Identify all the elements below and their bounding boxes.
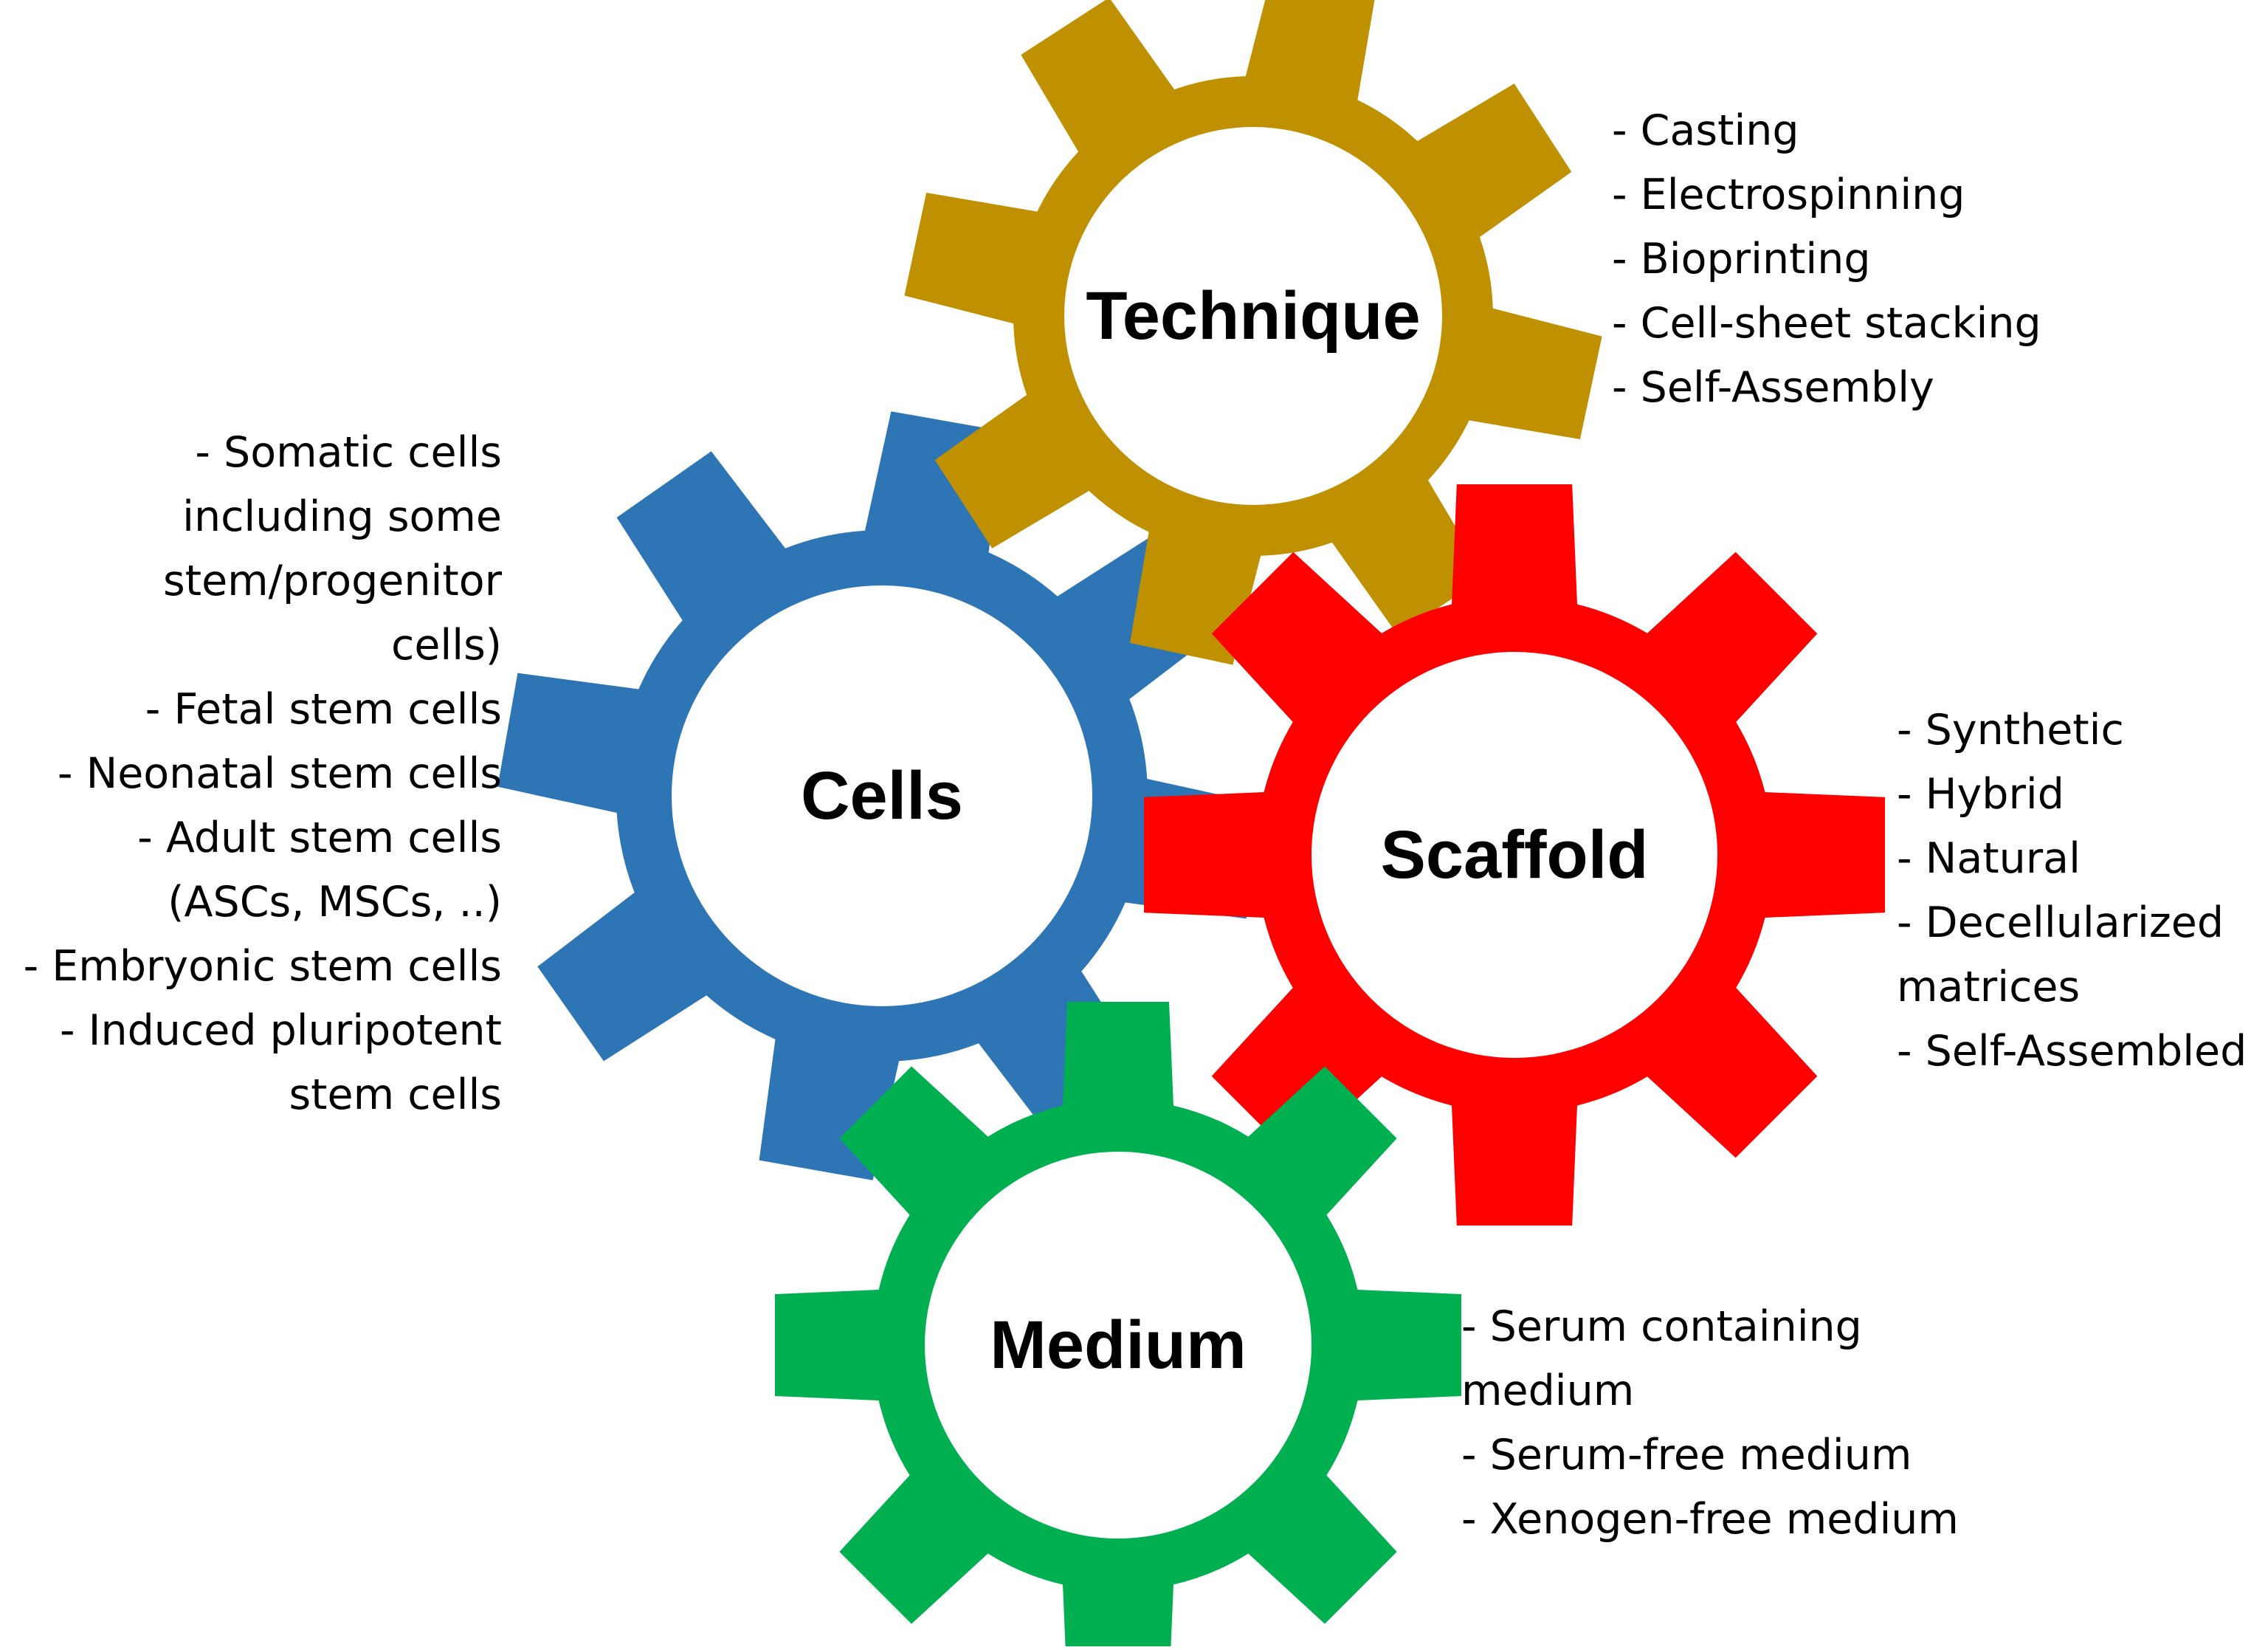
list-item: - Somatic cells	[195, 428, 502, 477]
list-item: - Natural	[1897, 834, 2081, 883]
list-item: - Xenogen-free medium	[1461, 1495, 1959, 1544]
gear-medium: Medium	[775, 1002, 1461, 1650]
list-item: - Serum-free medium	[1461, 1431, 1912, 1479]
gear-medium-shape	[775, 1002, 1461, 1650]
list-item: - Decellularized	[1897, 898, 2224, 947]
list-item: - Induced pluripotent	[59, 1006, 502, 1055]
list-item: medium	[1461, 1367, 1635, 1415]
list-item: - Electrospinning	[1612, 171, 1965, 219]
list-item: stem cells	[289, 1070, 502, 1119]
list-item: - Hybrid	[1897, 770, 2064, 819]
gear-technique-label: Technique	[1086, 278, 1420, 354]
list-item: - Self-Assembly	[1612, 363, 1934, 412]
gear-scaffold: Scaffold	[1144, 484, 1885, 1226]
list-item: - Adult stem cells	[137, 814, 502, 862]
gear-cells-label: Cells	[801, 758, 963, 833]
gear-cells-shape	[497, 411, 1266, 1180]
scaffold-list: - Synthetic - Hybrid - Natural - Decellu…	[1897, 698, 2247, 1084]
list-item: - Bioprinting	[1612, 235, 1871, 283]
list-item: stem/progenitor	[163, 557, 502, 605]
technique-list: - Casting - Electrospinning - Bioprintin…	[1612, 99, 2041, 420]
gear-scaffold-shape	[1144, 484, 1885, 1226]
list-item: matrices	[1897, 963, 2081, 1011]
gear-scaffold-label: Scaffold	[1381, 817, 1649, 893]
medium-list: - Serum containing medium - Serum-free m…	[1461, 1295, 1959, 1552]
list-item: - Fetal stem cells	[145, 685, 502, 734]
cells-list: - Somatic cells including some stem/prog…	[24, 421, 502, 1127]
list-item: - Embryonic stem cells	[23, 942, 502, 991]
gear-technique-shape	[904, 0, 1602, 665]
list-item: (ASCs, MSCs, ..)	[168, 878, 502, 927]
list-item: - Serum containing	[1461, 1302, 1862, 1351]
list-item: cells)	[390, 621, 502, 670]
list-item: - Self-Assembled	[1897, 1027, 2247, 1076]
list-item: - Casting	[1612, 106, 1799, 155]
gear-technique: Technique	[904, 0, 1602, 665]
list-item: - Synthetic	[1897, 706, 2124, 754]
gear-medium-label: Medium	[990, 1307, 1247, 1383]
list-item: - Cell-sheet stacking	[1612, 299, 2041, 348]
list-item: including some	[182, 492, 502, 541]
list-item: - Neonatal stem cells	[57, 749, 502, 798]
gear-cells: Cells	[497, 411, 1266, 1180]
